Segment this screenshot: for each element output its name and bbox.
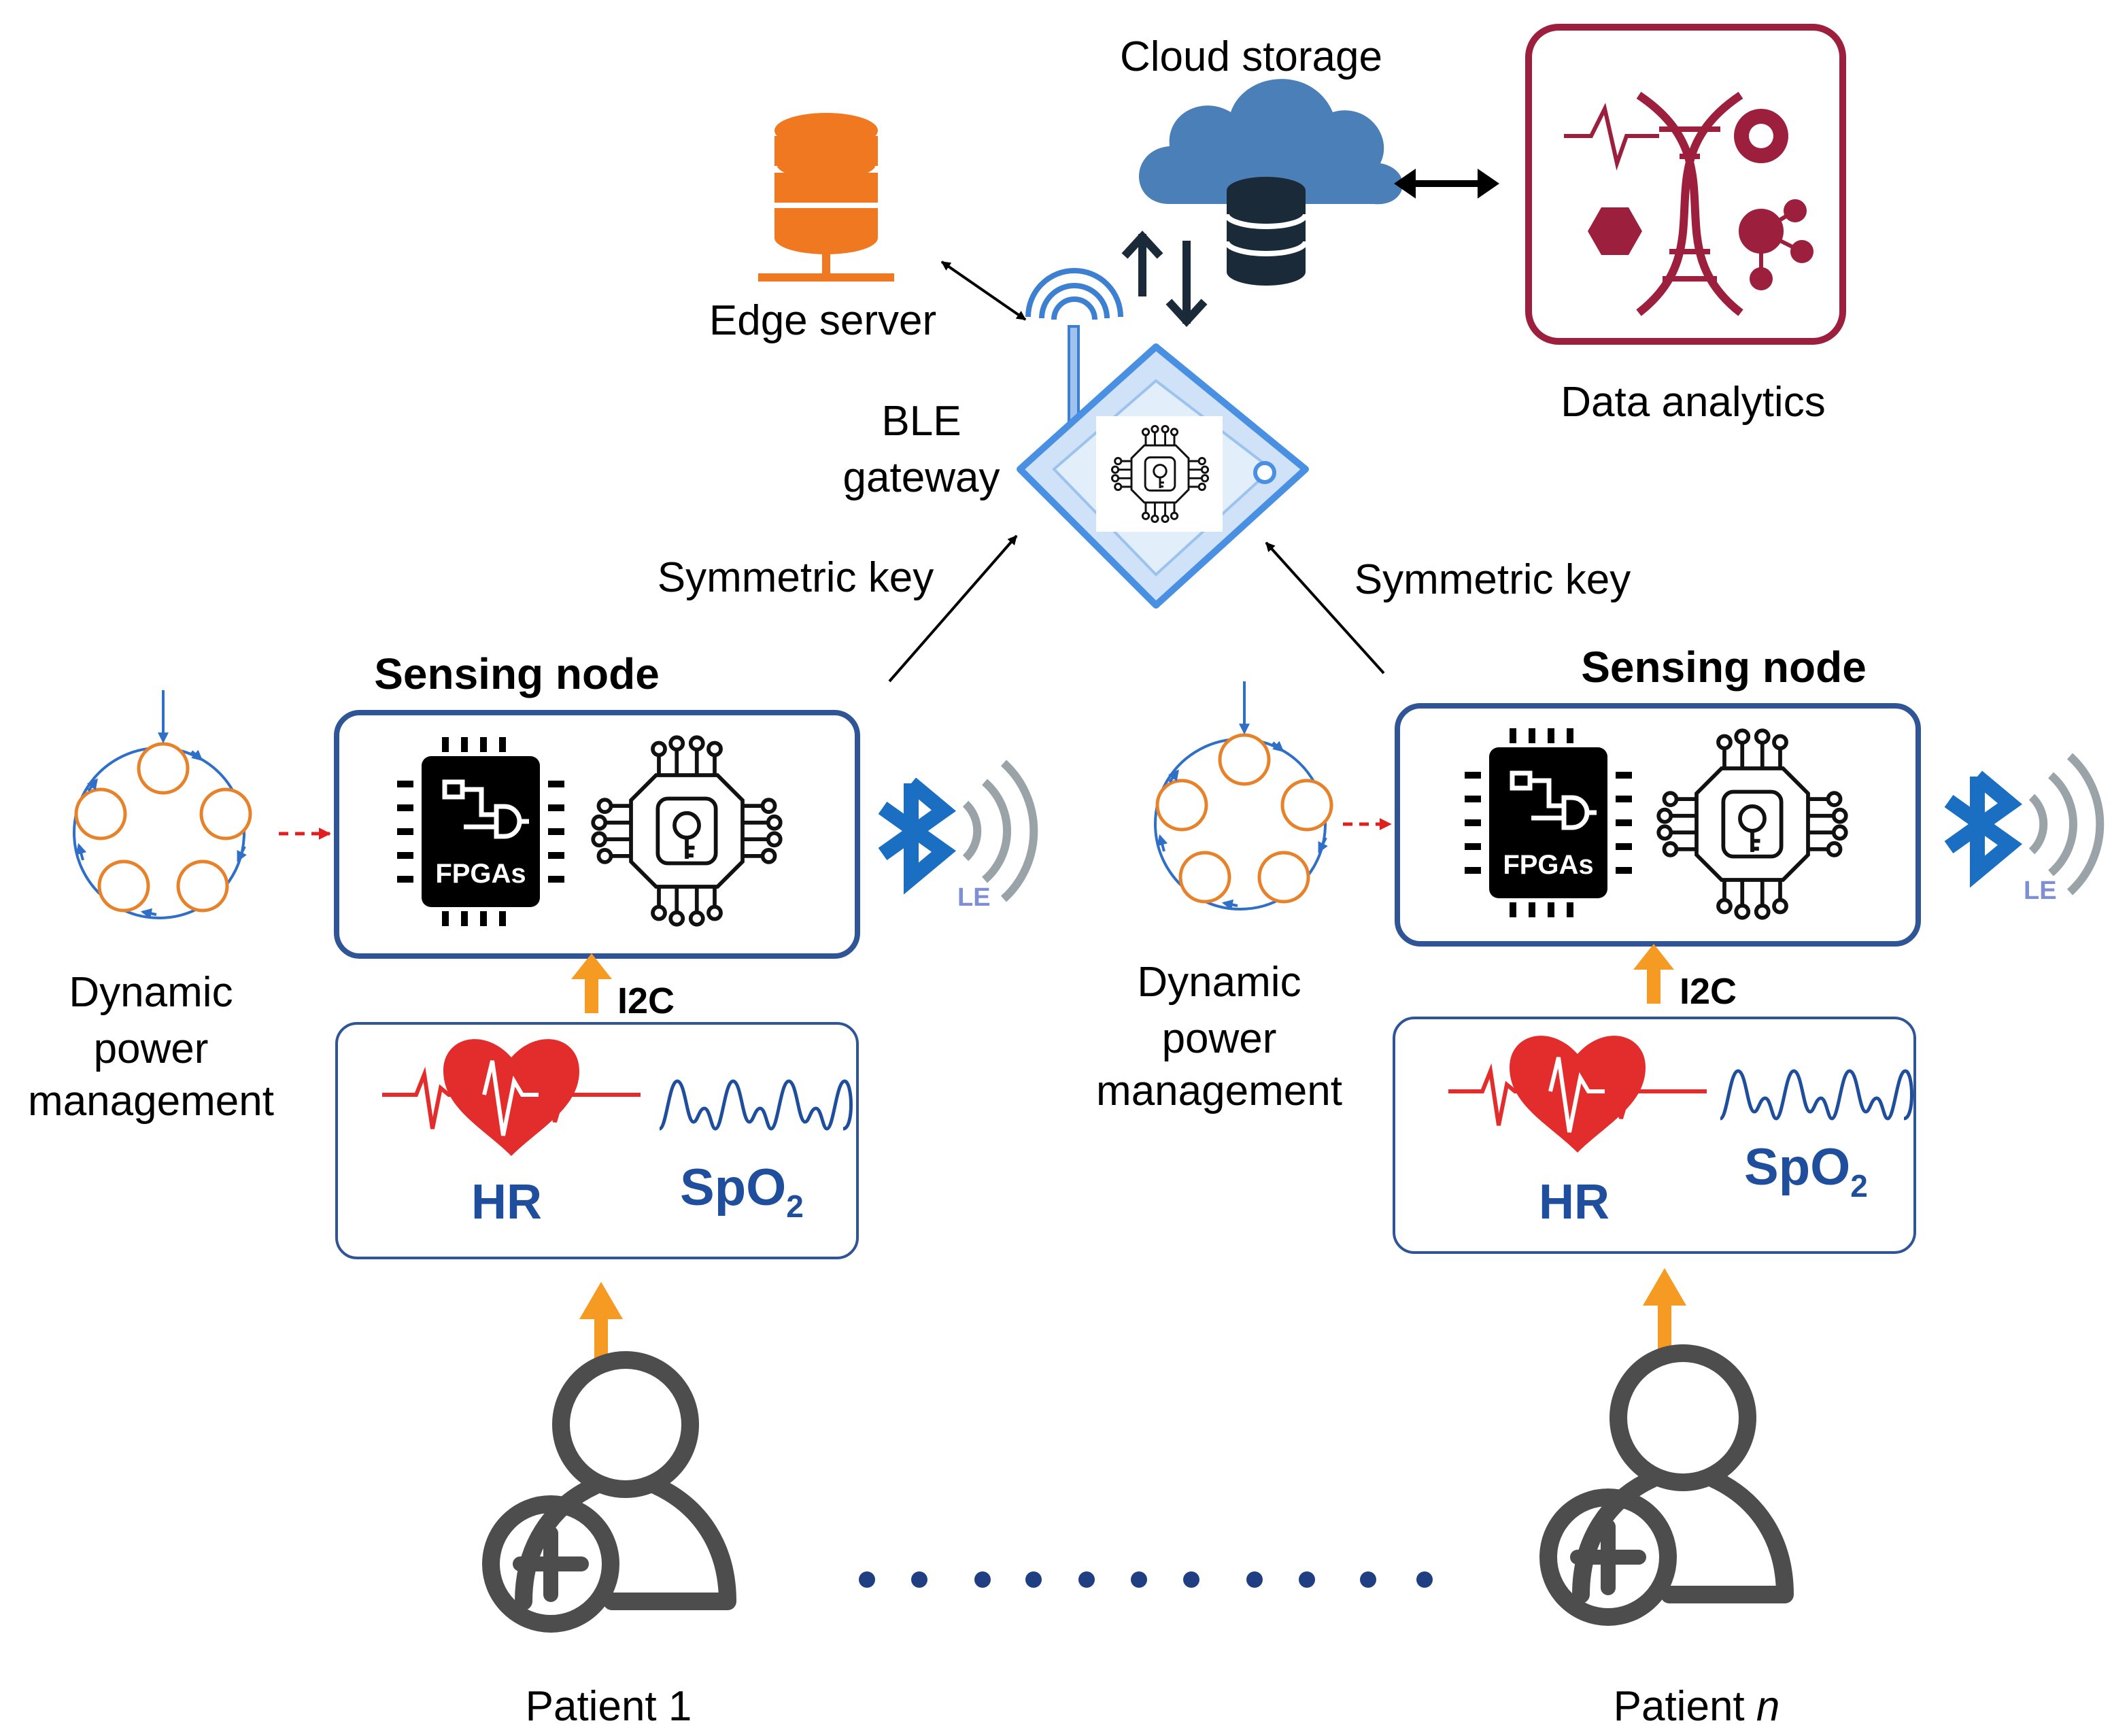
edge-gateway-arrow [940, 260, 1027, 321]
sensing-node-title-right: Sensing node [1581, 643, 1867, 692]
cloud-storage-label: Cloud storage [1120, 33, 1382, 80]
patient-1-label: Patient 1 [526, 1683, 692, 1730]
patient-n-italic: n [1756, 1683, 1779, 1730]
fpga-label-left: FPGAs [435, 859, 526, 889]
spo2-sub-left: 2 [786, 1189, 804, 1224]
data-analytics-label: Data analytics [1561, 379, 1825, 426]
patient-n-prefix: Patient [1614, 1683, 1756, 1730]
i2c-label-right: I2C [1680, 971, 1737, 1012]
edge-server-label: Edge server [709, 297, 936, 344]
symmetric-key-label-left: Symmetric key [658, 554, 934, 601]
dpm-label-left-line2: power [94, 1025, 209, 1072]
bluetooth-le-icon-right: LE [1949, 756, 2100, 905]
dpm-label-right-line1: Dynamic [1137, 959, 1301, 1006]
fpga-chip-icon-right: FPGAs [1465, 728, 1632, 917]
dpm-cycle-icon-left [74, 690, 250, 918]
spo2-label-left: SpO2 [680, 1159, 804, 1224]
symmetric-key-arrow-right [1265, 541, 1385, 675]
symmetric-key-arrow-left [888, 534, 1018, 683]
data-analytics-icon [1525, 24, 1846, 345]
spo2-label-right: SpO2 [1744, 1138, 1868, 1204]
symmetric-key-label-right: Symmetric key [1355, 556, 1631, 603]
edge-server-icon [758, 113, 894, 282]
dpm-label-left-line1: Dynamic [69, 969, 233, 1016]
patient-arrow-right [1643, 1268, 1686, 1357]
sensor-box-left [335, 1022, 859, 1259]
cloud-gateway-arrows [1121, 231, 1208, 327]
i2c-label-left: I2C [617, 981, 675, 1021]
fpga-chip-icon-left: FPGAs [397, 737, 564, 926]
hr-label-left: HR [471, 1175, 542, 1229]
spo2-main-right: SpO [1744, 1138, 1850, 1196]
dpm-label-right-line2: power [1162, 1015, 1277, 1062]
ellipsis-dots [859, 1571, 1433, 1588]
ble-gateway-icon [1017, 268, 1309, 609]
dpm-label-right-line3: management [1096, 1068, 1342, 1114]
gateway-label-line2: gateway [843, 454, 1000, 501]
hr-label-right: HR [1539, 1175, 1609, 1229]
gateway-label-line1: BLE [881, 398, 961, 445]
le-label-right: LE [2024, 876, 2057, 905]
sensing-node-title-left: Sensing node [374, 649, 660, 698]
dpm-label-left-line3: management [28, 1078, 274, 1125]
bluetooth-le-icon-left: LE [883, 763, 1034, 912]
cloud-analytics-arrow [1394, 169, 1499, 199]
i2c-arrow-right [1633, 944, 1674, 1004]
patient-n-label: Patient n [1614, 1683, 1780, 1730]
i2c-arrow-left [571, 953, 612, 1013]
le-label-left: LE [957, 883, 991, 912]
patient-1-icon [491, 1360, 728, 1624]
patient-n-icon [1548, 1353, 1785, 1617]
dpm-cycle-icon-right [1155, 681, 1331, 909]
spo2-main-left: SpO [680, 1159, 786, 1216]
fpga-label-right: FPGAs [1503, 850, 1593, 880]
cloud-storage-icon [1139, 79, 1403, 286]
spo2-sub-right: 2 [1850, 1168, 1868, 1204]
sensor-box-right [1393, 1017, 1916, 1254]
